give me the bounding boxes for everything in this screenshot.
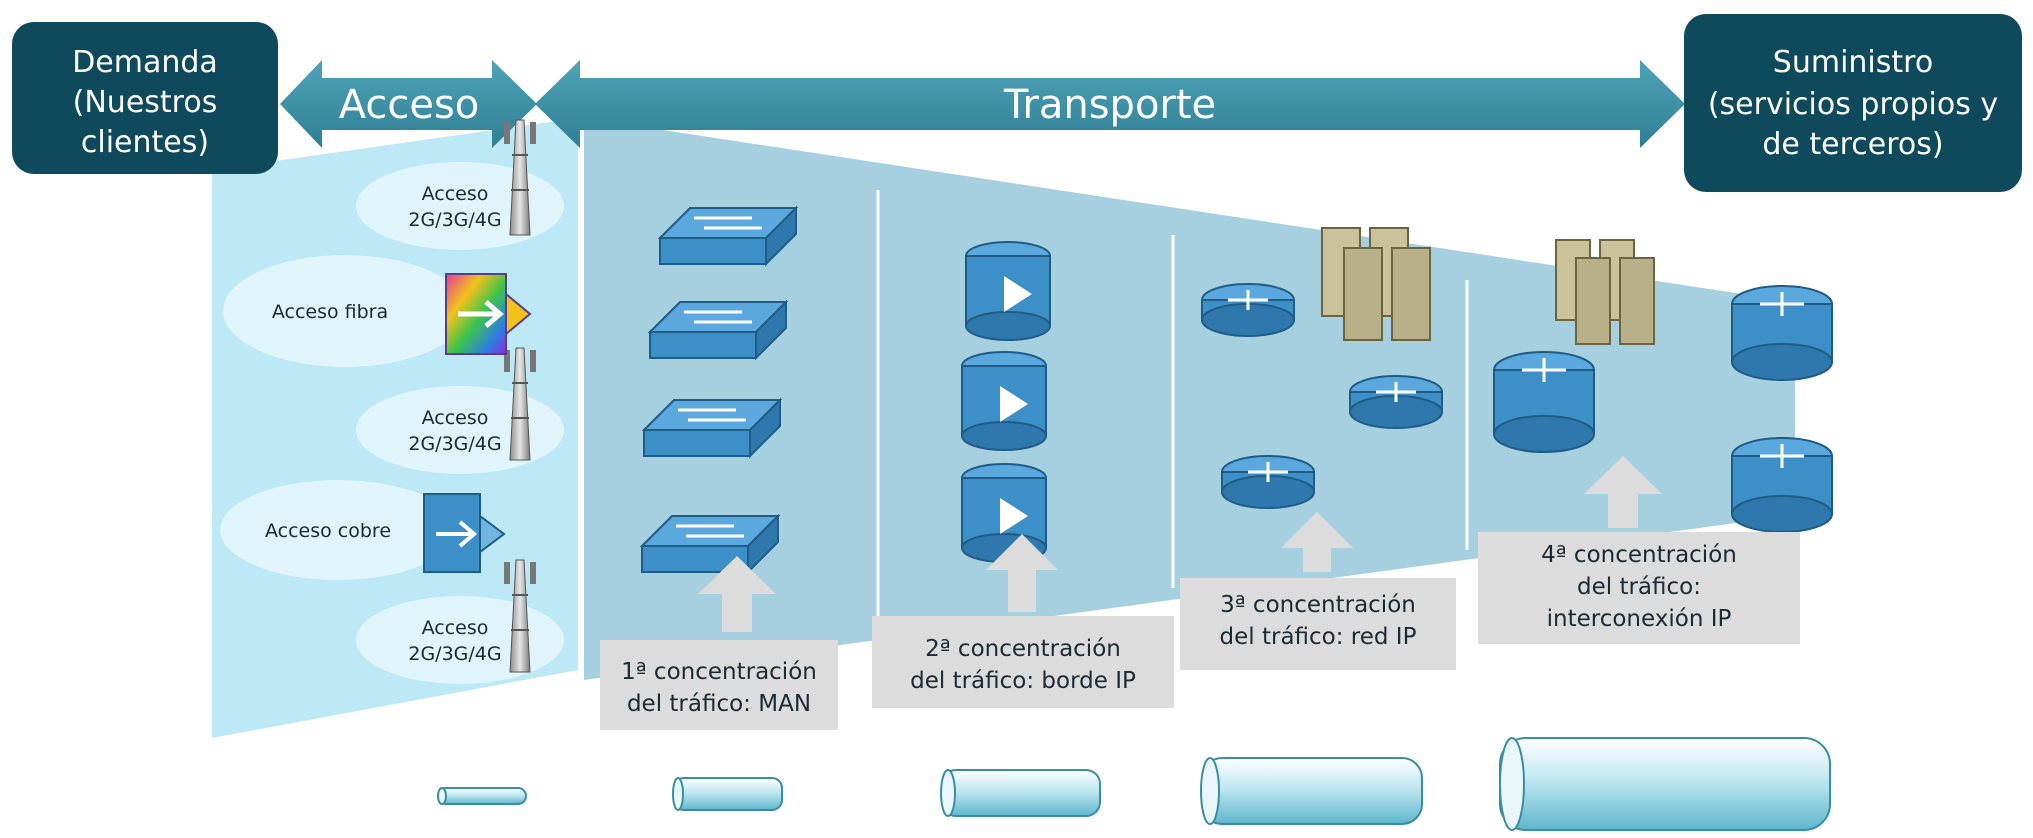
supply-box-line: Suministro xyxy=(1773,45,1933,80)
core-router-icon xyxy=(1493,351,1595,453)
demand-box xyxy=(12,22,278,174)
concentration-box xyxy=(1478,532,1800,644)
supply-box xyxy=(1684,14,2022,192)
access-node-label: Acceso cobre xyxy=(265,520,391,542)
supply-box-line: (servicios propios y xyxy=(1708,87,1998,122)
bandwidth-pipe xyxy=(940,769,1101,817)
server-rack-icon xyxy=(1555,239,1655,345)
access-node-oval xyxy=(356,386,564,474)
cell-tower-icon xyxy=(504,119,536,236)
bandwidth-pipe xyxy=(1200,757,1423,825)
layer2-switch-icon xyxy=(639,513,781,575)
cell-tower-icon xyxy=(504,559,536,673)
access-node-oval xyxy=(220,480,456,580)
demand-box-line: clientes) xyxy=(81,125,209,160)
up-arrow xyxy=(1584,456,1662,528)
layer2-switch-icon xyxy=(657,205,799,267)
access-node-label: Acceso xyxy=(422,183,489,205)
ip-router-icon xyxy=(1349,375,1443,429)
transport-arrow-label: Transporte xyxy=(1003,82,1216,128)
bandwidth-pipe xyxy=(672,777,783,811)
concentration-label: interconexión IP xyxy=(1547,606,1732,632)
cell-tower-icon xyxy=(504,347,536,461)
access-arrow-label: Acceso xyxy=(339,82,480,128)
bandwidth-pipe xyxy=(437,787,527,805)
ip-router-icon xyxy=(1221,455,1315,509)
concentration-label: del tráfico: red IP xyxy=(1220,624,1417,650)
access-node-label: Acceso fibra xyxy=(272,301,388,323)
access-arrow xyxy=(280,60,537,148)
concentration-label: del tráfico: MAN xyxy=(627,691,811,717)
access-node-oval xyxy=(356,162,564,250)
access-node-label: Acceso xyxy=(422,407,489,429)
access-node-label: 2G/3G/4G xyxy=(408,643,501,665)
layer2-switch-icon xyxy=(647,299,789,361)
concentration-label: del tráfico: xyxy=(1577,574,1701,600)
concentration-label: 1ª concentración xyxy=(621,659,817,685)
bandwidth-pipe xyxy=(1499,737,1831,831)
copper-switch-icon xyxy=(423,493,506,573)
concentration-box xyxy=(600,640,838,730)
concentration-box xyxy=(1180,578,1456,670)
supply-box-line: de terceros) xyxy=(1762,127,1943,162)
demand-box-line: Demanda xyxy=(72,45,218,80)
access-node-oval xyxy=(356,596,564,684)
concentration-box xyxy=(872,616,1174,708)
access-node-oval xyxy=(223,255,467,367)
up-arrow xyxy=(986,534,1058,612)
core-router-icon xyxy=(1731,285,1833,381)
fiber-switch-icon xyxy=(445,273,532,355)
concentration-label: 2ª concentración xyxy=(925,636,1121,662)
access-node-label: 2G/3G/4G xyxy=(408,433,501,455)
transport-arrow xyxy=(535,60,1685,148)
concentration-label: 4ª concentración xyxy=(1541,542,1737,568)
access-node-label: Acceso xyxy=(422,617,489,639)
ip-router-icon xyxy=(1201,283,1295,337)
core-router-icon xyxy=(1731,437,1833,533)
edge-router-icon xyxy=(965,241,1051,341)
demand-box-line: (Nuestros xyxy=(73,85,218,120)
access-node-label: 2G/3G/4G xyxy=(408,209,501,231)
up-arrow xyxy=(698,556,776,632)
server-rack-icon xyxy=(1321,227,1431,341)
concentration-label: del tráfico: borde IP xyxy=(910,668,1136,694)
edge-router-icon xyxy=(961,351,1047,451)
concentration-label: 3ª concentración xyxy=(1220,592,1416,618)
layer2-switch-icon xyxy=(641,397,783,459)
up-arrow xyxy=(1281,512,1353,572)
